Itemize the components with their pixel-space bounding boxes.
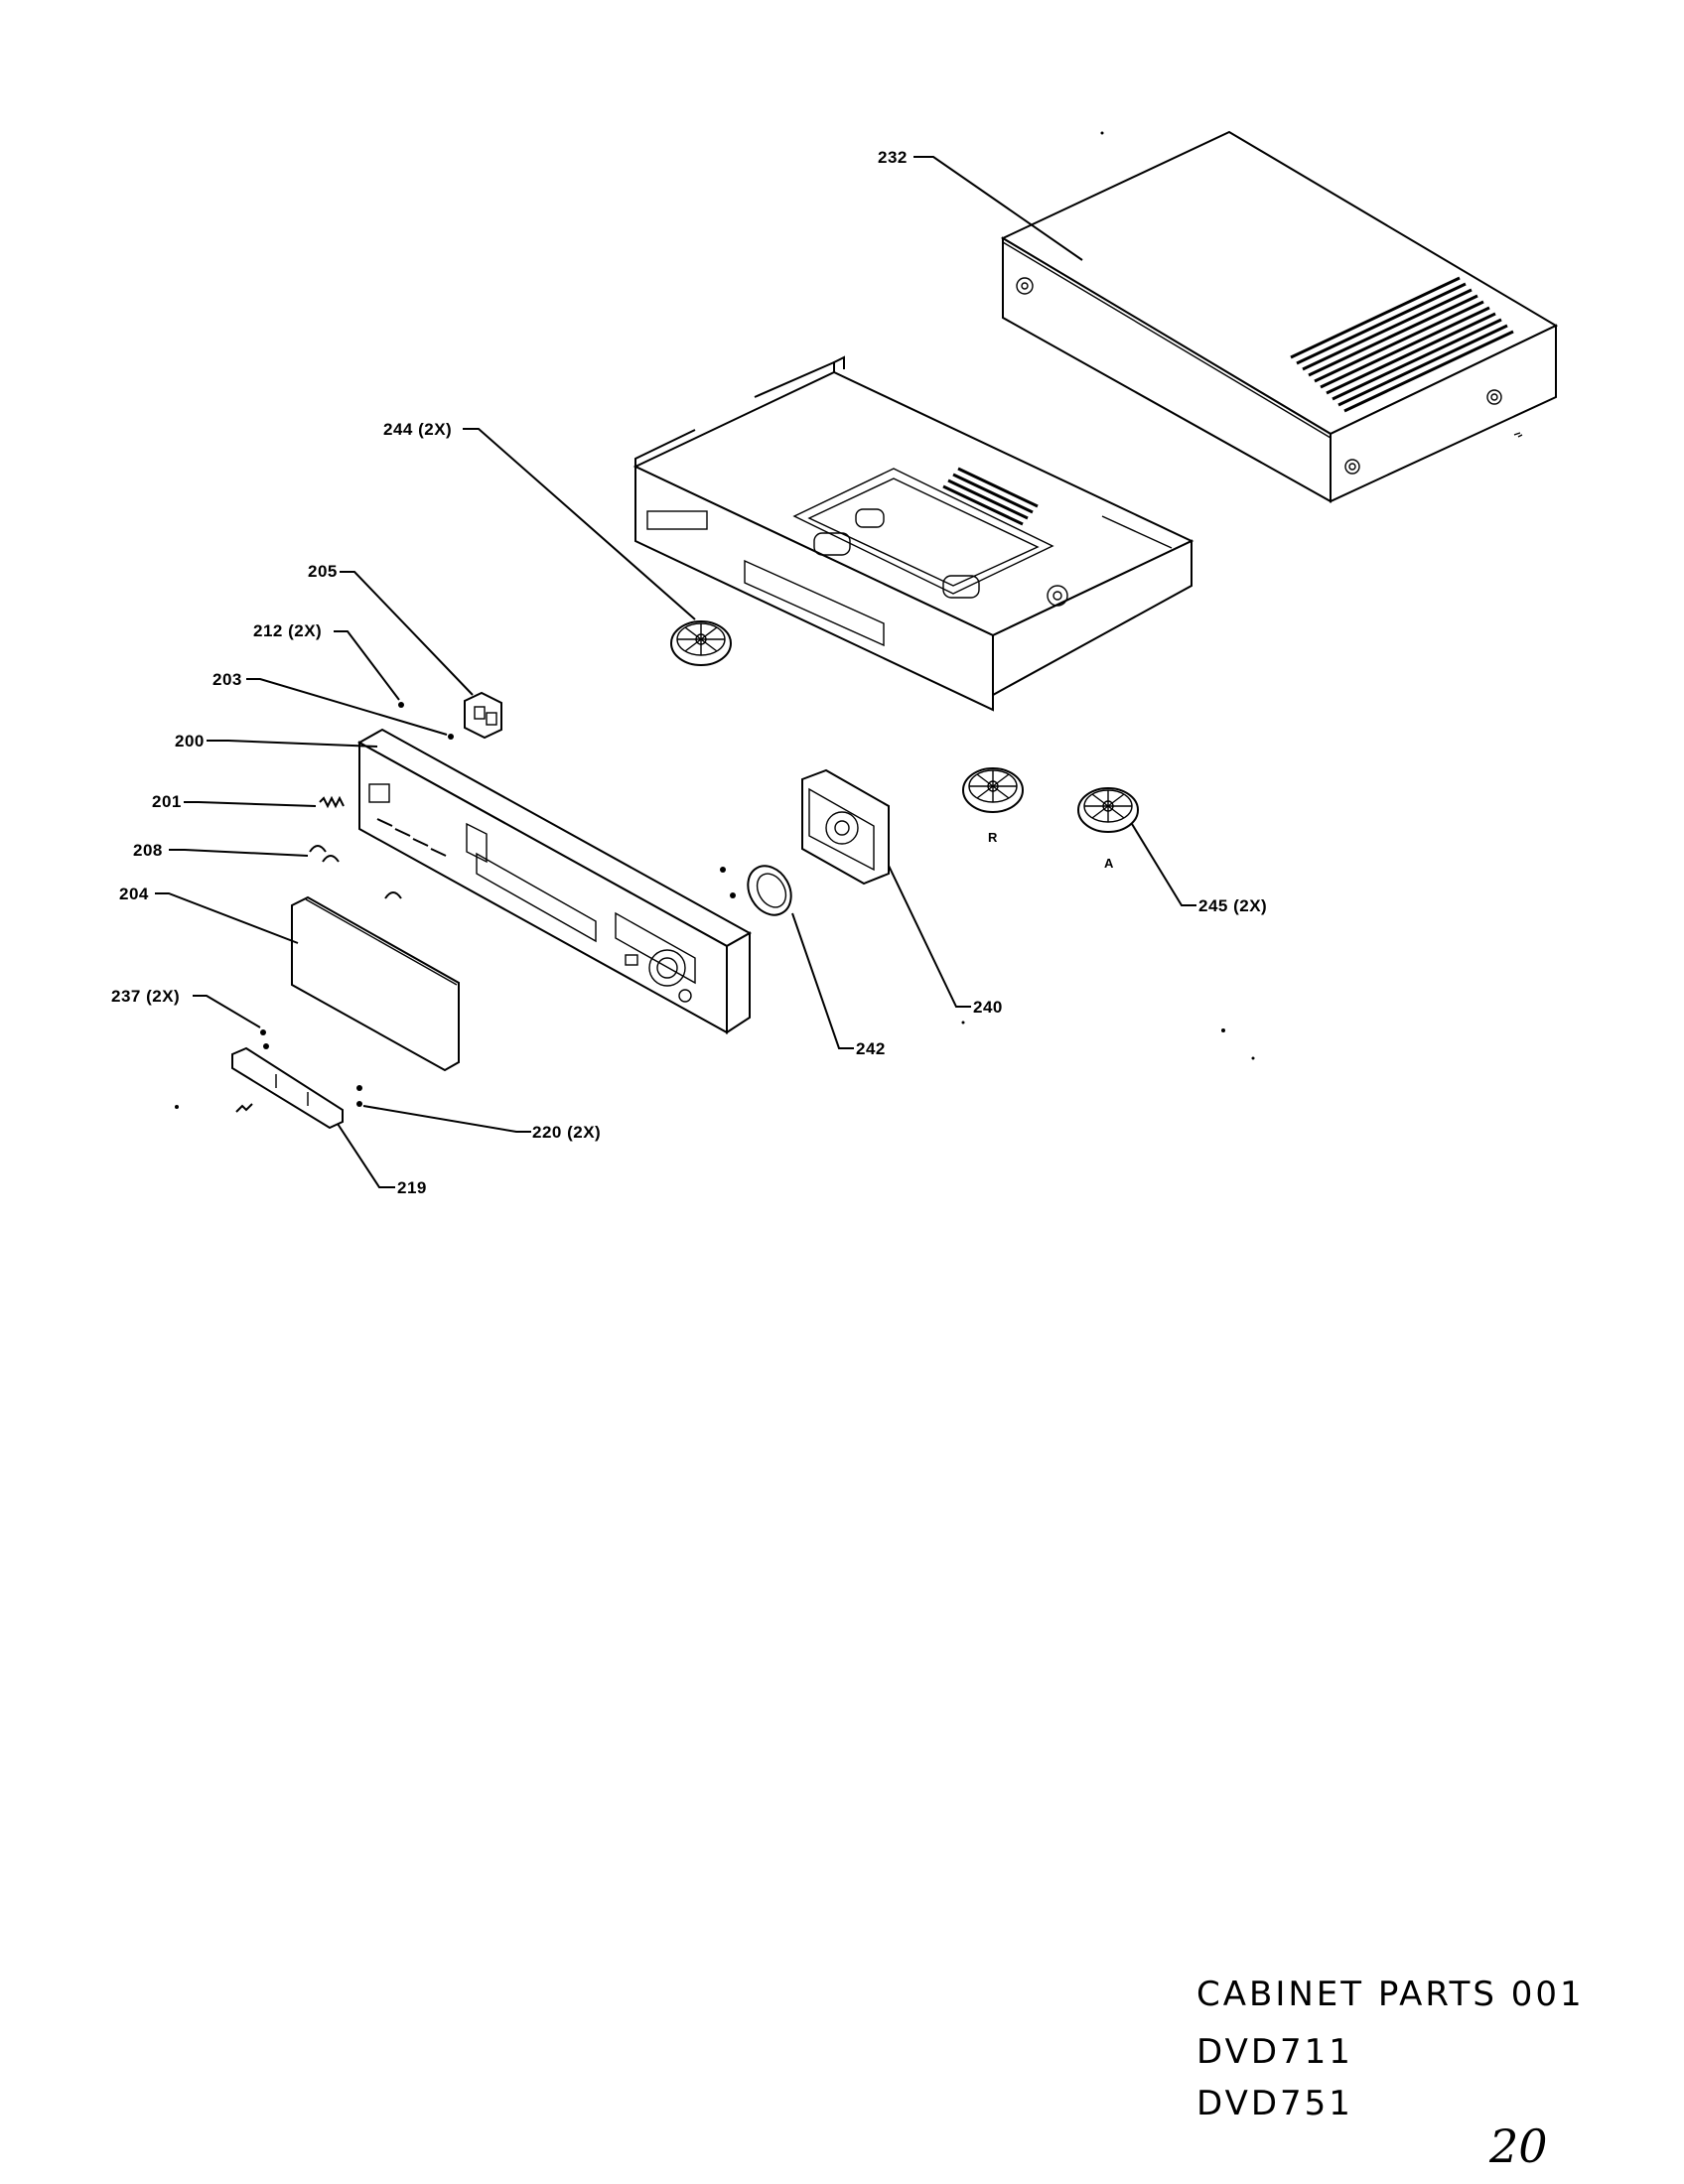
callout-203: 203	[212, 670, 242, 689]
callout-200: 200	[175, 732, 205, 751]
foot-244	[670, 620, 732, 666]
callout-240: 240	[973, 998, 1003, 1017]
front-panel-part	[356, 728, 753, 1034]
spring-201	[319, 795, 345, 809]
callout-212: 212 (2X)	[253, 621, 322, 640]
door-204	[291, 895, 460, 1072]
callout-201: 201	[152, 792, 182, 811]
knob-ring-242	[747, 865, 792, 916]
vent-grille	[1290, 276, 1514, 413]
callout-204: 204	[119, 885, 149, 903]
callout-220: 220 (2X)	[532, 1123, 601, 1142]
title-line-model-1: DVD711	[1196, 2032, 1353, 2072]
top-cover-part	[1000, 130, 1559, 503]
clip-208	[309, 845, 402, 899]
callout-242: 242	[856, 1039, 886, 1058]
power-switch-205	[464, 691, 502, 740]
callout-205: 205	[308, 562, 338, 581]
display-module-240	[801, 768, 890, 886]
foot-mark-r: R	[988, 830, 998, 845]
foot-245-a	[1077, 787, 1139, 833]
bracket-219	[231, 1046, 344, 1130]
foot-mark-a: A	[1104, 856, 1114, 871]
page-number: 20	[1488, 2119, 1548, 2173]
callout-244: 244 (2X)	[383, 420, 452, 439]
foot-245-r	[962, 767, 1024, 813]
title-line-cabinet-parts: CABINET PARTS 001	[1196, 1975, 1585, 2014]
title-line-model-2: DVD751	[1196, 2084, 1353, 2123]
callout-219: 219	[397, 1178, 427, 1197]
chassis-part	[632, 355, 1194, 712]
callout-237: 237 (2X)	[111, 987, 180, 1006]
callout-245: 245 (2X)	[1198, 896, 1267, 915]
callout-208: 208	[133, 841, 163, 860]
callout-232: 232	[878, 148, 908, 167]
